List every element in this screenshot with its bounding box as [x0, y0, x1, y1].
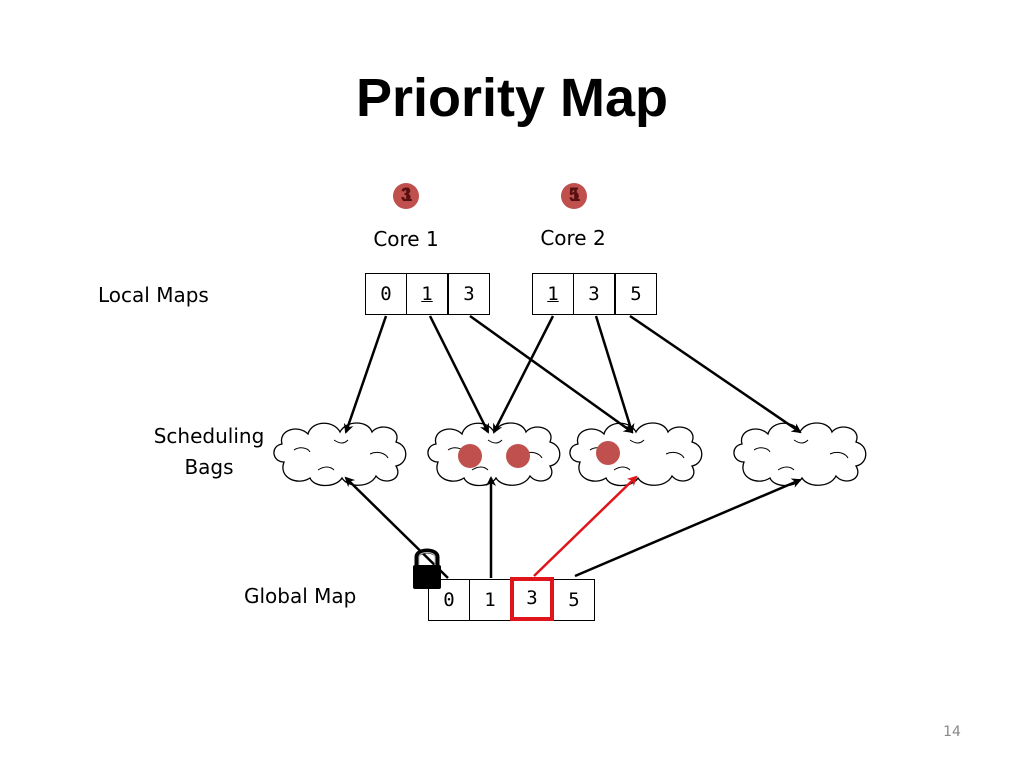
core1-badge-value-back: 1: [401, 185, 413, 206]
bag-item: [596, 441, 620, 465]
core1-label: Core 1: [373, 227, 439, 251]
arrow-core2-5-to-bag5: [629, 314, 802, 434]
core2-local-map-cell: 1: [532, 273, 574, 315]
core2-local-map-cell: 5: [615, 273, 657, 315]
global-map-cell-highlighted: 3: [510, 577, 554, 621]
arrow-global-3-to-bag3: [533, 475, 638, 577]
arrow-core1-1-to-bag1: [428, 315, 490, 434]
arrow-global-0-to-bag0: [344, 476, 449, 579]
bag-item: [506, 444, 530, 468]
global-map-cell: 1: [469, 579, 511, 621]
core2-badge-value-back: 1: [569, 185, 581, 206]
core1-local-map-cell: 1: [406, 273, 448, 315]
core2-label: Core 2: [540, 226, 606, 250]
arrow-global-5-to-bag5: [574, 478, 802, 578]
lock-icon: [413, 548, 441, 589]
slide-title: Priority Map: [355, 68, 669, 128]
core2-local-map-cell: 3: [573, 273, 615, 315]
core1-priority-badge: 1 3: [393, 183, 419, 209]
arrow-core1-0-to-bag0: [343, 315, 388, 434]
core2-badge-value: 5: [568, 185, 580, 206]
local-maps-label: Local Maps: [98, 283, 209, 307]
arrow-core1-3-to-bag3: [469, 314, 634, 434]
bag-item: [458, 444, 482, 468]
arrow-core2-1-to-bag1: [492, 315, 555, 434]
arrow-core2-3-to-bag3: [594, 315, 635, 434]
scheduling-bags-label-line2: Bags: [184, 455, 234, 479]
core1-local-map-cell: 3: [448, 273, 490, 315]
scheduling-bags-label-line1: Scheduling: [153, 424, 265, 448]
global-map-label: Global Map: [244, 584, 357, 608]
page-number: 14: [943, 724, 961, 740]
core1-badge-value: 3: [400, 185, 412, 206]
core2-priority-badge: 1 5: [561, 183, 587, 209]
